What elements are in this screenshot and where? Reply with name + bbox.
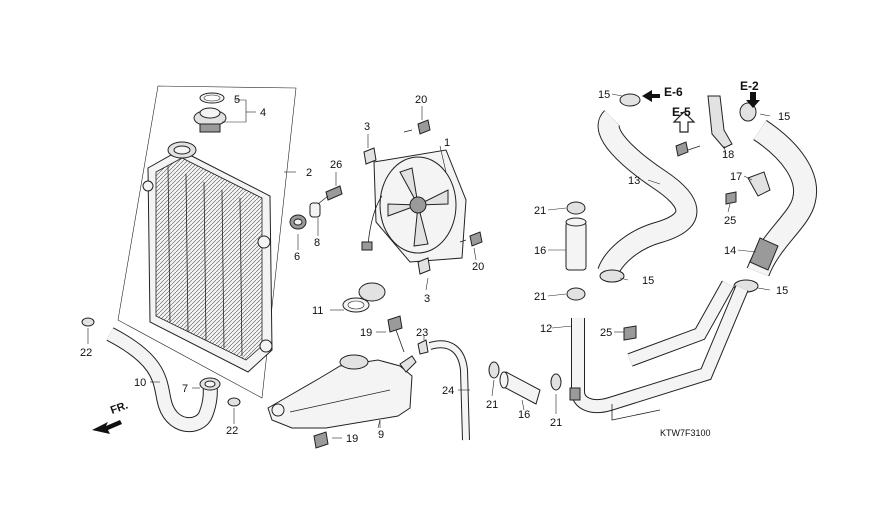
hose-stay-17: [747, 171, 771, 197]
callouts: 5 4 2 3 1 20 26 6 8 3 20 11 19 23 24 9 1…: [80, 89, 790, 445]
hose-stay-18: [707, 95, 733, 149]
radiator-cap: [193, 107, 227, 133]
bolt-26: [317, 185, 343, 205]
callout-13: 13: [628, 175, 640, 187]
hose-clip-22-right: [227, 397, 241, 407]
ref-e2: E-2: [740, 79, 759, 93]
callout-1: 1: [444, 137, 450, 149]
callout-14: 14: [724, 245, 736, 257]
callout-15-upper-right: 15: [778, 111, 790, 123]
reserve-tank: [267, 354, 417, 429]
short-hose-16-lower: [499, 371, 541, 405]
cap-seal-ring: [199, 92, 225, 104]
callout-19-lower: 19: [346, 433, 358, 445]
tube-clip-23: [417, 339, 429, 355]
bolt-25-upper: [725, 191, 737, 205]
callout-3-upper: 3: [364, 121, 370, 133]
callout-3-lower: 3: [424, 293, 430, 305]
callout-2: 2: [306, 167, 312, 179]
callout-5: 5: [234, 94, 240, 106]
callout-25-upper: 25: [724, 215, 736, 227]
hose-clip-21-b: [566, 287, 586, 301]
hose-clip-15-upper-left: [619, 93, 641, 107]
siphon-tube: [428, 340, 470, 441]
hose-clip-15-mid: [599, 269, 625, 283]
callout-15-upper-left: 15: [598, 89, 610, 101]
callout-7: 7: [182, 383, 188, 395]
callout-16-lower: 16: [518, 409, 530, 421]
bolt-25-lower: [623, 325, 637, 341]
callout-26: 26: [330, 159, 342, 171]
ref-e6: E-6: [664, 85, 683, 99]
e5-up-arrow: [672, 111, 696, 133]
callout-15-lower-right: 15: [776, 285, 788, 297]
callout-9: 9: [378, 429, 384, 441]
callout-20-lower: 20: [472, 261, 484, 273]
collar: [309, 202, 321, 218]
leader-lines: [87, 93, 771, 439]
hose-14: [746, 120, 818, 277]
ref-e5: E-5: [672, 105, 691, 119]
callout-16-upper: 16: [534, 245, 546, 257]
callout-18: 18: [722, 149, 734, 161]
hose-joint: [199, 377, 221, 391]
callout-23: 23: [416, 327, 428, 339]
callout-11: 11: [312, 305, 323, 317]
callout-17: 17: [730, 171, 742, 183]
hose-clip-15-upper-right: [739, 102, 757, 122]
callout-22-left: 22: [80, 347, 92, 359]
front-label: FR.: [109, 399, 130, 416]
upper-hose-13: [597, 110, 698, 277]
callout-21-b: 21: [534, 291, 546, 303]
callout-22-right: 22: [226, 425, 238, 437]
e2-down-arrow: [746, 92, 760, 108]
callout-20-upper: 20: [415, 94, 427, 106]
callout-6: 6: [294, 251, 300, 263]
bolt-20-lower: [459, 231, 483, 247]
bolt-19-lower: [313, 431, 329, 449]
callout-25-lower: 25: [600, 327, 612, 339]
callout-24: 24: [442, 385, 454, 397]
callout-21-c: 21: [486, 399, 498, 411]
callout-21-d: 21: [550, 417, 562, 429]
lower-hose: [106, 327, 218, 433]
hose-clip-21-d: [550, 373, 562, 391]
callout-21-a: 21: [534, 205, 546, 217]
callout-10: 10: [134, 377, 146, 389]
front-direction-arrow: [92, 420, 122, 434]
radiator-group-outline: [117, 85, 297, 399]
diagram-code: KTW7F3100: [660, 428, 711, 438]
bolt-19-upper: [387, 315, 405, 353]
short-hose-16-upper: [565, 217, 587, 271]
grommet: [289, 214, 307, 230]
callout-4: 4: [260, 107, 266, 119]
reserve-tank-cap: [342, 282, 386, 313]
clip-3-lower: [417, 257, 431, 275]
cooling-fan: [361, 149, 467, 263]
callout-8: 8: [314, 237, 320, 249]
callout-15-mid: 15: [642, 275, 654, 287]
bolt-e5: [675, 141, 701, 157]
e6-left-arrow: [642, 90, 660, 102]
water-pipe-12: [569, 280, 749, 421]
callout-12: 12: [540, 323, 552, 335]
hose-clip-21-c: [488, 361, 500, 379]
hose-clip-22-left: [81, 317, 95, 327]
callout-19-upper: 19: [360, 327, 372, 339]
hose-clip-21-a: [566, 201, 586, 215]
clip-3-upper: [363, 147, 377, 165]
bolt-20-upper: [403, 119, 431, 135]
radiator: [142, 141, 273, 373]
